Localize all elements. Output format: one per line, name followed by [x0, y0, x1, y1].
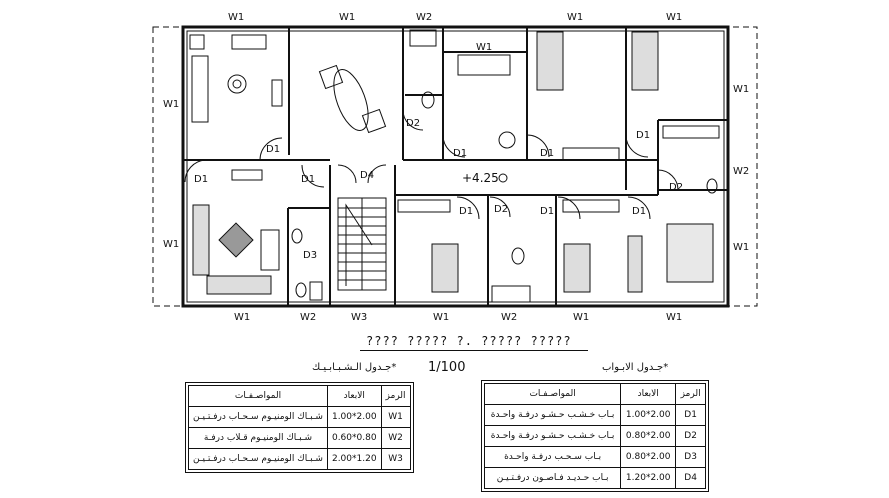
- table-cell: 2.00*1.20: [326, 448, 382, 470]
- windows-schedule-caption: جـدول الـشـبـابـيـك*: [312, 362, 397, 373]
- staircase: [337, 197, 387, 291]
- table-cell: شـبـاك الومنيـوم قـلاب درفـة: [188, 427, 328, 449]
- drawing-scale: 1/100: [428, 360, 466, 375]
- window-label: W1: [573, 312, 589, 323]
- door-label: D2: [669, 182, 683, 193]
- window-label: W1: [234, 312, 250, 323]
- window-label: W1: [433, 312, 449, 323]
- door-label: D4: [360, 170, 374, 181]
- table-cell: بـاب خـشـب حـشـو درفـة واحـدة: [483, 425, 622, 447]
- table-cell: W1: [380, 406, 411, 428]
- table-row: بـاب سـحـب درفـة واحـدة 0.80*2.00 D3: [483, 446, 706, 468]
- table-cell: بـاب سـحـب درفـة واحـدة: [483, 446, 622, 468]
- door-swings: [184, 109, 679, 220]
- window-label: W3: [351, 312, 367, 323]
- door-label: D1: [194, 174, 208, 185]
- table-cell: W2: [380, 427, 411, 449]
- table-row: بـاب حـديـد فـاصـون درفـتـيـن 1.20*2.00 …: [483, 467, 706, 489]
- door-label: D1: [459, 206, 473, 217]
- table-cell: W3: [380, 448, 411, 470]
- door-label: D1: [636, 130, 650, 141]
- column-header: الرمز: [380, 385, 411, 407]
- door-label: D1: [632, 206, 646, 217]
- top-window-labels: W1 W1 W2 W1 W1: [228, 12, 682, 23]
- title-underline: [360, 350, 588, 351]
- door-label: D1: [540, 206, 554, 217]
- table-cell: D2: [675, 425, 706, 447]
- window-label: W1: [733, 84, 749, 95]
- window-label: W1: [339, 12, 355, 23]
- table-cell: 1.20*2.00: [620, 467, 677, 489]
- door-label: D2: [406, 118, 420, 129]
- window-label: W1: [666, 312, 682, 323]
- door-label: D1: [301, 174, 315, 185]
- table-cell: 0.60*0.80: [326, 427, 382, 449]
- table-row: بـاب خـشـب حـشـو درفـة واحـدة 1.00*2.00 …: [483, 404, 706, 426]
- table-header-row: المواصـفـات الابعاد الرمز: [483, 383, 706, 405]
- window-label: W1: [567, 12, 583, 23]
- column-header: الابعاد: [326, 385, 382, 407]
- table-cell: شـبـاك الومنيـوم سـحـاب درفـتـيـن: [188, 406, 328, 428]
- bottom-window-labels: W1 W2 W3 W1 W2 W1 W1: [234, 312, 682, 323]
- table-cell: 1.00*2.00: [326, 406, 382, 428]
- column-header: المواصـفـات: [483, 383, 622, 405]
- level-mark: +4.25: [462, 171, 499, 185]
- table-cell: D4: [675, 467, 706, 489]
- table-cell: شـبـاك الومنيـوم سـحـاب درفـتـيـن: [188, 448, 328, 470]
- outer-wall: [181, 25, 730, 308]
- window-label: W1: [163, 99, 179, 110]
- column-header: المواصـفـات: [188, 385, 328, 407]
- table-row: شـبـاك الومنيـوم سـحـاب درفـتـيـن 1.00*2…: [188, 406, 411, 428]
- table-cell: بـاب خـشـب حـشـو درفـة واحـدة: [483, 404, 622, 426]
- floor-plan: W1 W1 W2 W1 W1 W1 W2 W3 W1 W2 W1 W1 W1 W…: [152, 12, 758, 323]
- table-cell: 0.80*2.00: [620, 446, 677, 468]
- table-cell: 0.80*2.00: [620, 425, 677, 447]
- window-label: W2: [733, 166, 749, 177]
- door-label: D2: [494, 204, 508, 215]
- table-cell: 1.00*2.00: [620, 404, 677, 426]
- window-label: W1: [733, 242, 749, 253]
- doors-schedule-table: المواصـفـات الابعاد الرمز بـاب خـشـب حـش…: [481, 380, 709, 492]
- door-label: D1: [453, 148, 467, 159]
- window-label: W1: [476, 42, 492, 53]
- window-label: W2: [300, 312, 316, 323]
- window-label: W2: [501, 312, 517, 323]
- column-header: الابعاد: [620, 383, 677, 405]
- table-header-row: المواصـفـات الابعاد الرمز: [188, 385, 411, 407]
- door-label: D1: [266, 144, 280, 155]
- window-label: W1: [228, 12, 244, 23]
- table-cell: D1: [675, 404, 706, 426]
- window-label: W1: [163, 239, 179, 250]
- furniture: [189, 29, 720, 303]
- column-header: الرمز: [675, 383, 706, 405]
- internal-labels: W1 D1 D1 D1 D1 D1 D1 D1 D1 D1 D2 D2 D2 D…: [194, 42, 683, 261]
- table-row: بـاب خـشـب حـشـو درفـة واحـدة 0.80*2.00 …: [483, 425, 706, 447]
- door-label: D3: [303, 250, 317, 261]
- door-label: D1: [540, 148, 554, 159]
- windows-schedule-table: المواصـفـات الابعاد الرمز شـبـاك الومنيـ…: [185, 382, 414, 473]
- side-window-labels: W1 W1 W1 W2 W1: [163, 84, 749, 253]
- table-row: شـبـاك الومنيـوم قـلاب درفـة 0.60*0.80 W…: [188, 427, 411, 449]
- drawing-title: ???? ????? ?. ????? ?????: [366, 334, 572, 348]
- window-label: W2: [416, 12, 432, 23]
- table-cell: بـاب حـديـد فـاصـون درفـتـيـن: [483, 467, 622, 489]
- window-label: W1: [666, 12, 682, 23]
- doors-schedule-caption: جـدول الابـواب*: [602, 362, 669, 373]
- table-cell: D3: [675, 446, 706, 468]
- table-row: شـبـاك الومنيـوم سـحـاب درفـتـيـن 2.00*1…: [188, 448, 411, 470]
